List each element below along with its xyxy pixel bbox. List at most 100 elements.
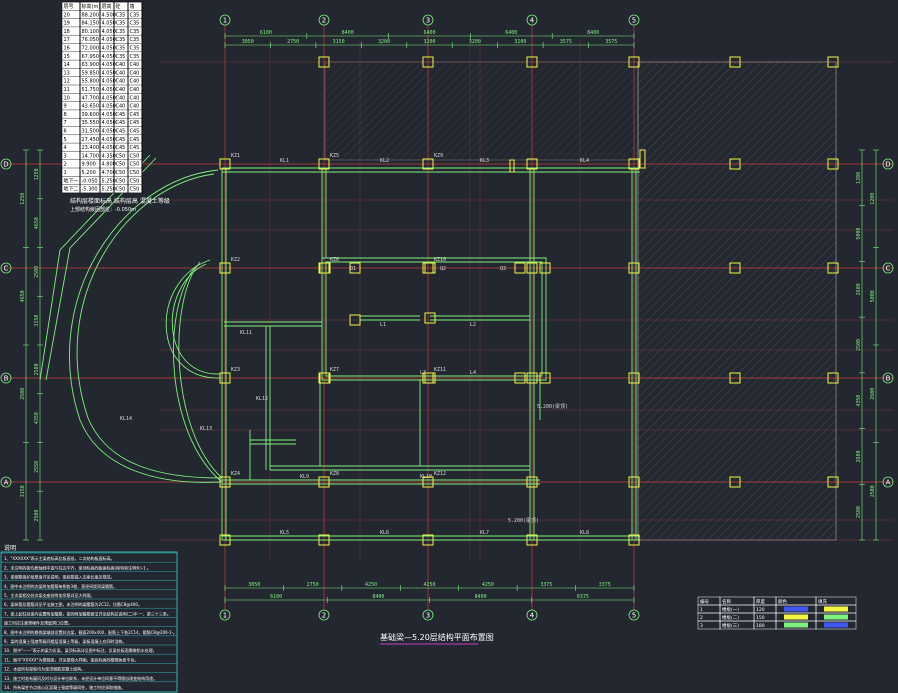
level-table-cell: C45 [130, 145, 140, 151]
axis-bubble [318, 14, 330, 26]
axis-bubble [526, 609, 538, 621]
level-table-cell: C45 [130, 120, 140, 126]
level-table-cell: C40 [130, 95, 140, 101]
dimension-text: 4650 [20, 290, 26, 302]
beam-tag: KL4 [580, 158, 589, 164]
axis-label-4: 4 [530, 17, 535, 25]
column-tag: KZ6 [330, 257, 339, 263]
level-table-cell: 1 [64, 170, 67, 176]
level-table-cell: 层高 [102, 3, 112, 10]
column [318, 534, 330, 546]
note-item: 14、所有梁柱节点核心区混凝土强度等级同柱，施工时应采取措施。 [4, 684, 125, 690]
column [628, 158, 640, 170]
column-tag: KZ2 [231, 257, 240, 263]
column [318, 158, 330, 170]
level-table-cell: 84.150 [82, 21, 100, 27]
legend-fill-swatch [824, 614, 848, 620]
level-table-cell: C35 [116, 37, 126, 43]
level-table-cell: C35 [116, 29, 126, 35]
column-tag: KZ7 [330, 367, 339, 373]
beam-tag: KL14 [120, 416, 132, 422]
level-table-cell: 18 [64, 29, 70, 35]
column [219, 476, 231, 488]
level-table-cell: 5 [64, 137, 67, 143]
column [422, 158, 434, 170]
level-table-cell: C50 [116, 178, 126, 184]
note-item: 10、图中"——"表示的梁为反梁，梁顶标高详见图中标注，反梁处板面需做防水处理。 [4, 647, 157, 653]
level-table-cell: C45 [116, 112, 126, 118]
column [539, 372, 551, 384]
axis-bubble [882, 262, 894, 274]
level-table-cell: 63.900 [82, 62, 100, 68]
note-item: 4、图中未注明的次梁附加箍筋每侧各3根，直径间距同梁箍筋。 [4, 583, 117, 589]
dimension-text: 4250 [482, 582, 494, 588]
level-table-cell: 14.700 [82, 153, 100, 159]
dimension-text: 3200 [378, 39, 390, 45]
level-table-cell: C50 [116, 187, 126, 193]
slab-outline [324, 61, 639, 161]
level-table-cell: 4.050 [102, 87, 116, 93]
axis-label-B: B [886, 375, 891, 383]
axis-bubble [0, 476, 12, 488]
dimension-text: 1200 [870, 193, 876, 205]
dimension-text: 2500 [34, 363, 40, 375]
dimension-text: 3050 [248, 582, 260, 588]
level-table-cell: C40 [130, 70, 140, 76]
level-table-cell: C35 [116, 54, 126, 60]
column [318, 56, 330, 68]
column [729, 158, 741, 170]
dimension-text: 8400 [372, 594, 384, 600]
axis-bubble [0, 158, 12, 170]
dimension-text: 3150 [34, 315, 40, 327]
axis-label-3: 3 [426, 17, 430, 25]
level-table-cell: C50 [116, 170, 126, 176]
dimension-text: 3375 [540, 582, 552, 588]
level-table-cell: 20 [64, 12, 70, 18]
column [628, 476, 640, 488]
level-table-cell: 4.050 [102, 104, 116, 110]
column [219, 534, 231, 546]
level-table-cell: C40 [116, 62, 126, 68]
column-tag: KZ5 [330, 153, 339, 159]
beam-tag: KL3 [480, 158, 489, 164]
level-table-cell: 4.050 [102, 112, 116, 118]
level-table-cell: C35 [130, 37, 140, 43]
level-table-cell: C50 [130, 187, 140, 193]
legend-color-swatch [784, 606, 808, 612]
level-table-cell: C40 [116, 104, 126, 110]
level-table-cell: C35 [116, 12, 126, 18]
axis-label-3: 3 [426, 612, 430, 620]
level-table-cell: C50 [130, 153, 140, 159]
level-table-cell: 23.400 [82, 145, 100, 151]
column [349, 262, 361, 274]
column [827, 476, 839, 488]
elevation-tag-2: 5.200(梁顶) [508, 517, 539, 524]
axis-bubble [0, 262, 12, 274]
dimension-text: 2750 [287, 39, 299, 45]
dimension-text: 2600 [856, 283, 862, 295]
beam-layer [39, 154, 640, 541]
dimension-text: 3050 [242, 39, 254, 45]
level-table-cell: 39.600 [82, 112, 100, 118]
beam-tag: KL10 [420, 474, 432, 480]
dimension-text: 3200 [514, 39, 526, 45]
level-table-cell: C45 [116, 137, 126, 143]
dimension-text: 6400 [423, 30, 435, 36]
column [422, 476, 434, 488]
dimension-text: 6400 [505, 30, 517, 36]
column [219, 372, 231, 384]
level-table-cell: 11 [64, 87, 70, 93]
column [729, 56, 741, 68]
dimension-text: 3575 [605, 39, 617, 45]
column [424, 262, 436, 274]
level-table-cell: C40 [116, 87, 126, 93]
wall-tag: Q3 [500, 266, 506, 272]
legend-text: 名称 [722, 598, 731, 605]
column-layer [219, 56, 839, 546]
column [628, 262, 640, 274]
dimension-text: 3150 [333, 39, 345, 45]
level-table-cell: 4.500 [102, 12, 116, 18]
notes-box: 说明1、"XXXXXX"表示主梁底标高比板面低，二次结构板面标高。2、未注明的梁… [0, 544, 178, 693]
dimension-text: 3200 [423, 39, 435, 45]
